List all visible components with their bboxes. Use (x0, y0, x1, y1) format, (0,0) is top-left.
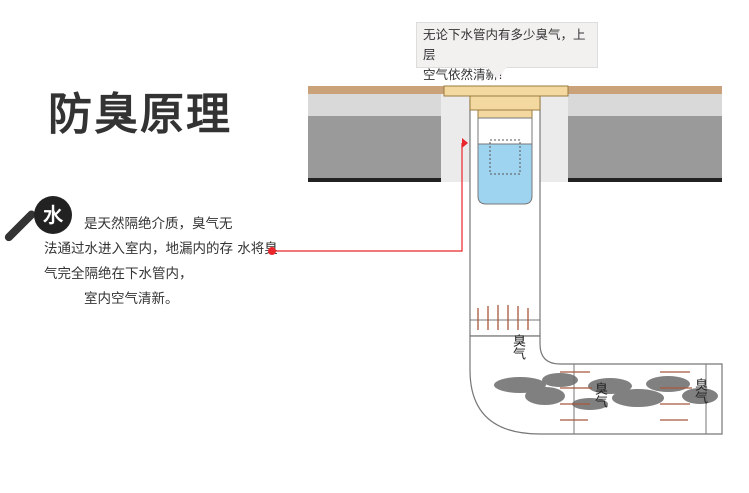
odor-label-right: 臭气 (692, 378, 707, 404)
pointer-dot (268, 247, 276, 255)
page-title: 防臭原理 (48, 89, 232, 140)
water-seal (477, 139, 533, 205)
callout-box: 无论下水管内有多少臭气，上层 空气依然清新! (416, 22, 598, 82)
pointer-line (272, 143, 463, 252)
description-line-1: 是天然隔绝介质，臭气无 (84, 216, 233, 232)
odor-cloud (494, 373, 718, 410)
floor-concrete-left (308, 116, 441, 178)
odor-arrows-up (477, 305, 529, 330)
description-line-2: 法通过水进入室内，地漏内的存 (44, 241, 233, 257)
description-line-3: 水将臭气完全隔绝在下水管内， (44, 241, 278, 282)
callout-line-2: 空气依然清新! (423, 67, 504, 82)
water-badge-icon: 水 (34, 196, 72, 234)
pointer-arrow (462, 138, 468, 148)
description-text: 是天然隔绝介质，臭气无 法通过水进入室内，地漏内的存 水将臭气完全隔绝在下水管内… (44, 212, 279, 312)
drain-cover (443, 85, 569, 97)
description-line-4: 室内空气清新。 (84, 291, 179, 307)
odor-label-middle: 臭气 (592, 382, 607, 408)
odor-label-vertical: 臭气 (510, 334, 525, 360)
floor-concrete-right (568, 116, 722, 178)
callout-line-1: 无论下水管内有多少臭气，上层 (423, 27, 586, 62)
odor-arrows-left (560, 371, 692, 421)
